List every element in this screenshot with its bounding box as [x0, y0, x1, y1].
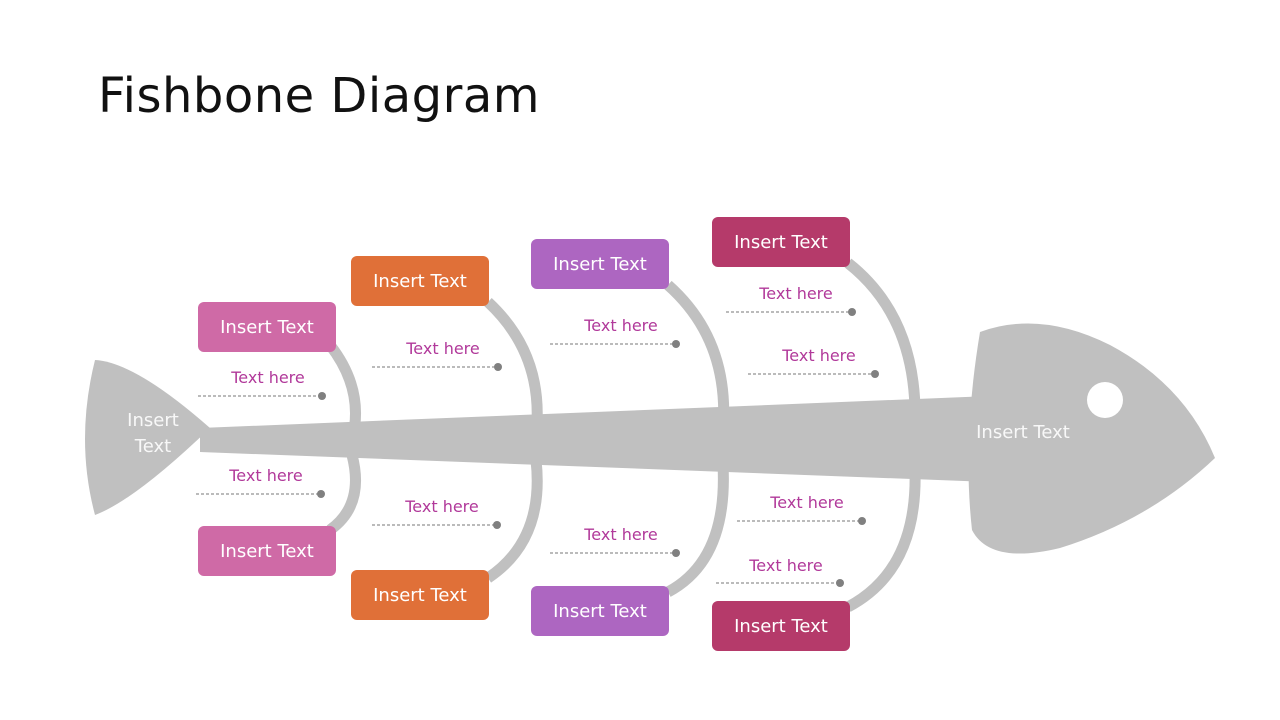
rib-bottom-3 [665, 464, 729, 597]
tail-label: Insert Text [112, 408, 194, 460]
slide-title: Fishbone Diagram [98, 68, 541, 124]
fish-eye [1087, 382, 1123, 418]
tail-label-line1: Insert [127, 410, 179, 431]
rib-top-4 [844, 258, 921, 426]
fish-tail [85, 360, 210, 515]
leader-dot-top-4 [848, 308, 856, 316]
cause-box-top-2[interactable]: Insert Text [351, 256, 489, 306]
leader-dot-bottom-2 [493, 521, 501, 529]
cause-box-bottom-2[interactable]: Insert Text [351, 570, 489, 620]
rib-top-1 [325, 341, 362, 442]
rib-bottom-4 [845, 469, 921, 612]
leader-dot-top-5 [871, 370, 879, 378]
rib-bottom-2 [484, 459, 543, 583]
cause-box-top-4[interactable]: Insert Text [712, 217, 850, 267]
leader-dot-bottom-5 [836, 579, 844, 587]
tail-label-line2: Text [134, 436, 172, 457]
leader-dot-bottom-1 [317, 490, 325, 498]
cause-box-top-3[interactable]: Insert Text [531, 239, 669, 289]
leader-dot-top-1 [318, 392, 326, 400]
leader-dot-bottom-3 [672, 549, 680, 557]
cause-box-bottom-4[interactable]: Insert Text [712, 601, 850, 651]
head-label: Insert Text [976, 422, 1070, 443]
note-top-1[interactable]: Text here [231, 368, 305, 387]
note-bottom-3[interactable]: Text here [584, 525, 658, 544]
fish-spine [200, 396, 990, 482]
note-bottom-2[interactable]: Text here [405, 497, 479, 516]
fish-head [968, 323, 1215, 554]
note-top-2[interactable]: Text here [406, 339, 480, 358]
note-bottom-1[interactable]: Text here [229, 466, 303, 485]
rib-top-2 [484, 297, 543, 436]
rib-bottom-1 [326, 453, 361, 535]
leader-dot-bottom-4 [858, 517, 866, 525]
note-top-5[interactable]: Text here [782, 346, 856, 365]
note-top-3[interactable]: Text here [584, 316, 658, 335]
note-bottom-4[interactable]: Text here [770, 493, 844, 512]
leader-dot-top-2 [494, 363, 502, 371]
cause-box-bottom-3[interactable]: Insert Text [531, 586, 669, 636]
cause-box-top-1[interactable]: Insert Text [198, 302, 336, 352]
leader-dot-top-3 [672, 340, 680, 348]
note-top-4[interactable]: Text here [759, 284, 833, 303]
rib-top-3 [664, 280, 730, 431]
note-bottom-5[interactable]: Text here [749, 556, 823, 575]
cause-box-bottom-1[interactable]: Insert Text [198, 526, 336, 576]
